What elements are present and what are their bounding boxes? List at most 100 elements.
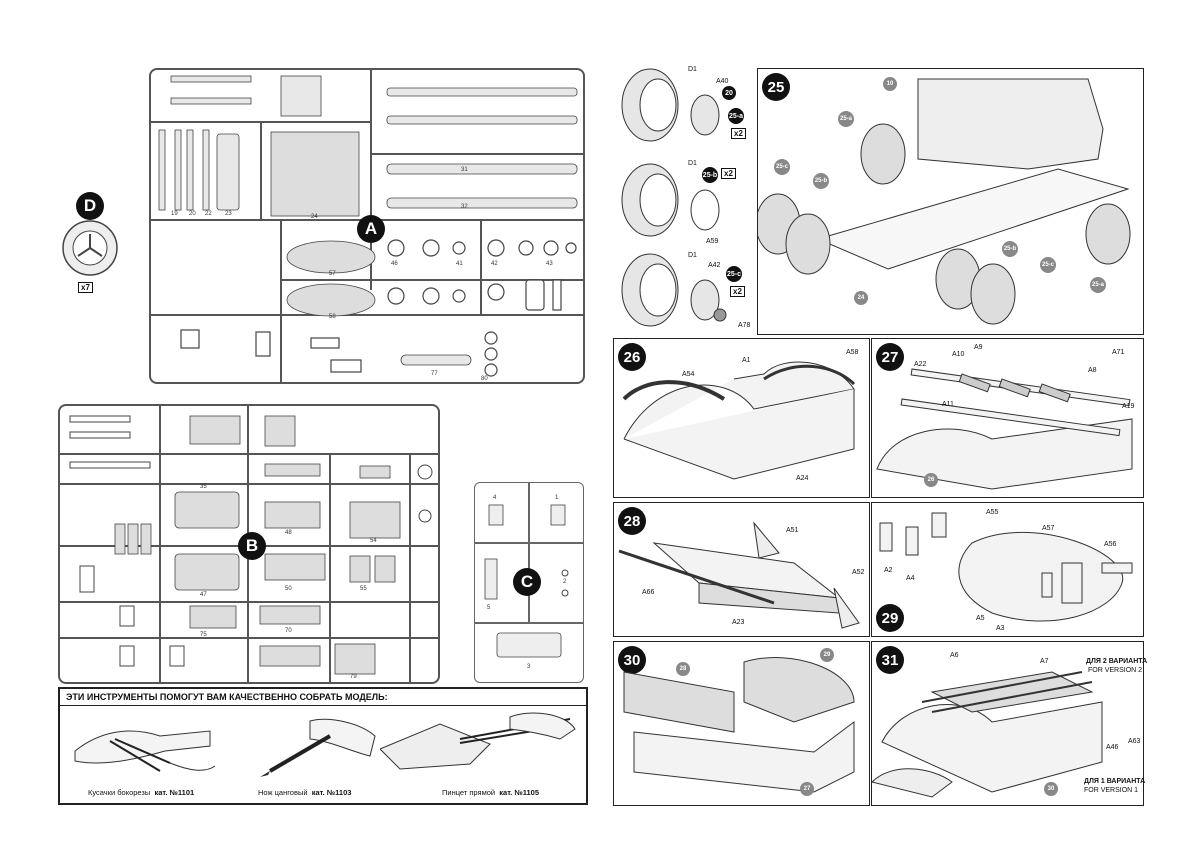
wheel3-tire-label: D1 <box>688 252 697 259</box>
svg-text:35: 35 <box>200 484 207 490</box>
svg-text:5: 5 <box>487 605 491 611</box>
svg-text:20: 20 <box>189 211 196 217</box>
wheel3-cap-label: A78 <box>738 322 751 329</box>
step-25-number: 25 <box>762 73 790 101</box>
step-30-illustration <box>623 657 855 793</box>
step-27-illustration <box>876 368 1133 490</box>
svg-text:77: 77 <box>431 371 438 377</box>
step-28-label-a66: A66 <box>642 589 655 596</box>
step-25-part-10: 10 <box>883 77 897 91</box>
tool-caption-cutters: Кусачки бокорезы кат. №1101 <box>88 788 195 797</box>
step-25-chassis-illustration <box>758 78 1131 325</box>
step-28-label-a52: A52 <box>852 569 865 576</box>
step-26-label-a1: A1 <box>742 357 751 364</box>
step-27-label-a8: A8 <box>1088 367 1097 374</box>
step-29-panel: 29 A55 A57 A56 A2 A4 A5 A3 <box>871 502 1144 637</box>
step-31-version1-en: FOR VERSION 1 <box>1084 787 1139 794</box>
step-29-label-a56: A56 <box>1104 541 1117 548</box>
svg-text:42: 42 <box>491 261 498 267</box>
step-31-label-a7: A7 <box>1040 658 1049 665</box>
wheel2-hub-label: A59 <box>706 238 719 245</box>
sprue-b-badge: B <box>238 532 266 560</box>
step-29-label-a55: A55 <box>986 509 999 516</box>
step-30-part-28: 28 <box>676 662 690 676</box>
step-27-label-a22: A22 <box>914 361 927 368</box>
step-25-label-25a-right: 25-a <box>1090 277 1106 293</box>
svg-text:2: 2 <box>563 579 567 585</box>
step-28-label-a23: A23 <box>732 619 745 626</box>
step-31-version2-ru: ДЛЯ 2 ВАРИАНТА <box>1086 658 1148 665</box>
tools-panel: ЭТИ ИНСТРУМЕНТЫ ПОМОГУТ ВАМ КАЧЕСТВЕННО … <box>58 687 588 805</box>
step-29-label-a5: A5 <box>976 615 985 622</box>
step-30-number: 30 <box>618 646 646 674</box>
step-28-number: 28 <box>618 507 646 535</box>
step-31-label-a6: A6 <box>950 652 959 659</box>
step-27-label-a9: A9 <box>974 344 983 351</box>
svg-text:22: 22 <box>205 211 212 217</box>
wheel3-step-badge: 25-c <box>726 266 742 282</box>
svg-text:80: 80 <box>481 376 488 382</box>
step-26-illustration <box>622 361 856 480</box>
svg-text:58: 58 <box>329 314 336 320</box>
step-25-panel: 25 10 25-a 25-c 25-b 24 25-b 25-c 25-a <box>757 68 1144 335</box>
svg-text:4: 4 <box>493 495 497 501</box>
sprue-d-badge: D <box>76 192 104 220</box>
svg-text:32: 32 <box>461 204 468 210</box>
hobby-knife-illustration <box>260 718 376 777</box>
step-25-part-24: 24 <box>854 291 868 305</box>
step-28-illustration <box>618 521 860 629</box>
step-26-panel: 26 A54 A1 A58 A24 <box>613 338 870 498</box>
step-31-label-a63: A63 <box>1128 738 1141 745</box>
step-27-label-a19: A19 <box>1122 403 1135 410</box>
step-31-number: 31 <box>876 646 904 674</box>
svg-text:19: 19 <box>171 211 178 217</box>
step-26-label-a54: A54 <box>682 371 695 378</box>
step-31-panel: 31 A6 A7 A46 A63 30 ДЛЯ 2 ВАРИАНТА FOR V… <box>871 641 1148 806</box>
svg-text:48: 48 <box>285 530 292 536</box>
step-27-label-a71: A71 <box>1112 349 1125 356</box>
step-31-illustration <box>872 671 1103 798</box>
step-30-panel: 30 28 29 27 <box>613 641 870 806</box>
step-27-panel: 27 A22 A10 A9 A71 A8 A11 A19 26 <box>871 338 1144 498</box>
step-27-label-a11: A11 <box>942 401 954 408</box>
svg-text:75: 75 <box>200 632 207 638</box>
wheel1-hub-label: A40 <box>716 78 729 85</box>
wheel1-step-badge: 25-a <box>728 108 744 124</box>
wheel3-multiplier: x2 <box>730 286 745 297</box>
step-28-label-a51: A51 <box>786 527 799 534</box>
svg-text:55: 55 <box>360 586 367 592</box>
step-29-label-a4: A4 <box>906 575 915 582</box>
step-29-label-a57: A57 <box>1042 525 1055 532</box>
sprue-c-badge: C <box>513 568 541 596</box>
step-28-panel: 28 A51 A66 A52 A23 <box>613 502 870 637</box>
step-29-label-a2: A2 <box>884 567 893 574</box>
sprue-a-badge: A <box>357 215 385 243</box>
step-31-version2-en: FOR VERSION 2 <box>1088 667 1143 674</box>
step-26-label-a58: A58 <box>846 349 859 356</box>
wheel2-tire-label: D1 <box>688 160 697 167</box>
step-26-label-a24: A24 <box>796 475 809 482</box>
step-25-label-25b-right: 25-b <box>1002 241 1018 257</box>
svg-text:3: 3 <box>527 664 531 670</box>
step-27-number: 27 <box>876 343 904 371</box>
svg-text:46: 46 <box>391 261 398 267</box>
sprue-d-multiplier: x7 <box>78 282 93 293</box>
tools-heading: ЭТИ ИНСТРУМЕНТЫ ПОМОГУТ ВАМ КАЧЕСТВЕННО … <box>60 689 586 706</box>
sprue-d-wheel <box>62 220 118 276</box>
svg-text:23: 23 <box>225 211 232 217</box>
svg-text:47: 47 <box>200 592 207 598</box>
wheel-assembly-illustrations <box>621 68 727 327</box>
tool-caption-knife: Нож цанговый кат. №1103 <box>258 788 352 797</box>
tweezers-illustration <box>380 712 576 770</box>
side-cutters-illustration <box>74 730 216 772</box>
wheel1-multiplier: x2 <box>731 128 746 139</box>
wheel3-hub-label: A42 <box>708 262 721 269</box>
step-25-label-25c-left: 25-c <box>774 159 790 175</box>
step-25-label-25b-left: 25-b <box>813 173 829 189</box>
step-25-label-25c-right: 25-c <box>1040 257 1056 273</box>
svg-text:57: 57 <box>329 271 336 277</box>
step-30-part-29: 29 <box>820 648 834 662</box>
